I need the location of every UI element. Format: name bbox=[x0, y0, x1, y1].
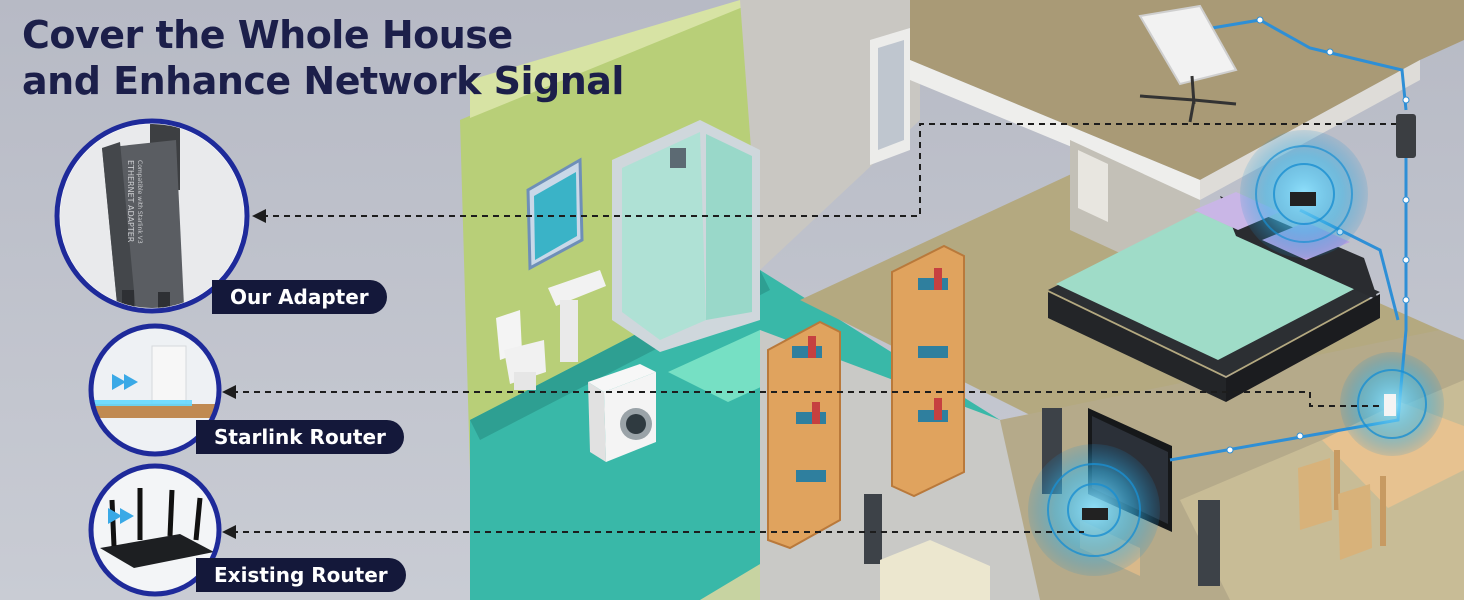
label-starlink-router: Starlink Router bbox=[196, 420, 404, 454]
label-our-adapter: Our Adapter bbox=[212, 280, 387, 314]
headline-line-2: and Enhance Network Signal bbox=[22, 59, 624, 103]
adapter-print-line1: ETHERNET ADAPTER bbox=[126, 160, 135, 243]
page-headline: Cover the Whole House and Enhance Networ… bbox=[22, 12, 624, 104]
adapter-print-line2: Compatible with Starlink V3 bbox=[136, 160, 143, 244]
headline-line-1: Cover the Whole House bbox=[22, 13, 513, 57]
label-existing-router: Existing Router bbox=[196, 558, 406, 592]
